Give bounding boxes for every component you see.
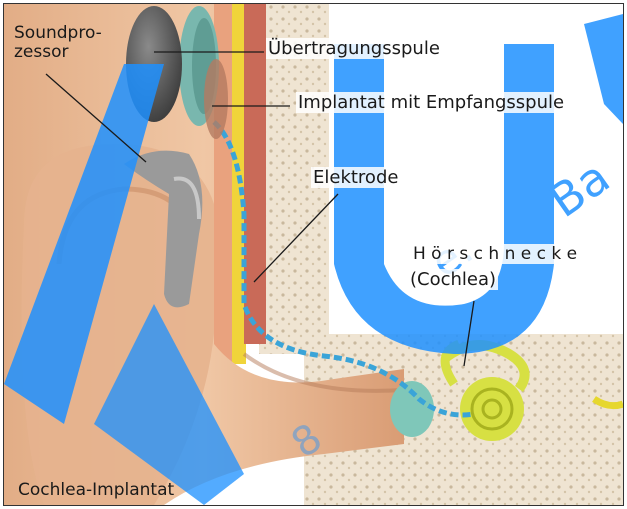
illustration-frame: Ba e. 8 Soundpro- zessor Übertragungsspu… bbox=[3, 3, 624, 506]
implant-receiver bbox=[204, 59, 228, 139]
label-elektrode: Elektrode bbox=[311, 167, 400, 188]
label-soundprozessor-line2: zessor bbox=[14, 43, 102, 62]
label-hoerschnecke: H ö r s c h n e c k e bbox=[411, 244, 579, 264]
caption: Cochlea-Implantat bbox=[18, 480, 174, 500]
label-uebertragungsspule: Übertragungsspule bbox=[266, 38, 442, 59]
label-soundprozessor-line1: Soundpro- bbox=[14, 24, 102, 43]
label-soundprozessor: Soundpro- zessor bbox=[14, 24, 102, 62]
label-implantat: Implantat mit Empfangsspule bbox=[296, 92, 566, 113]
label-cochlea: (Cochlea) bbox=[408, 269, 498, 290]
